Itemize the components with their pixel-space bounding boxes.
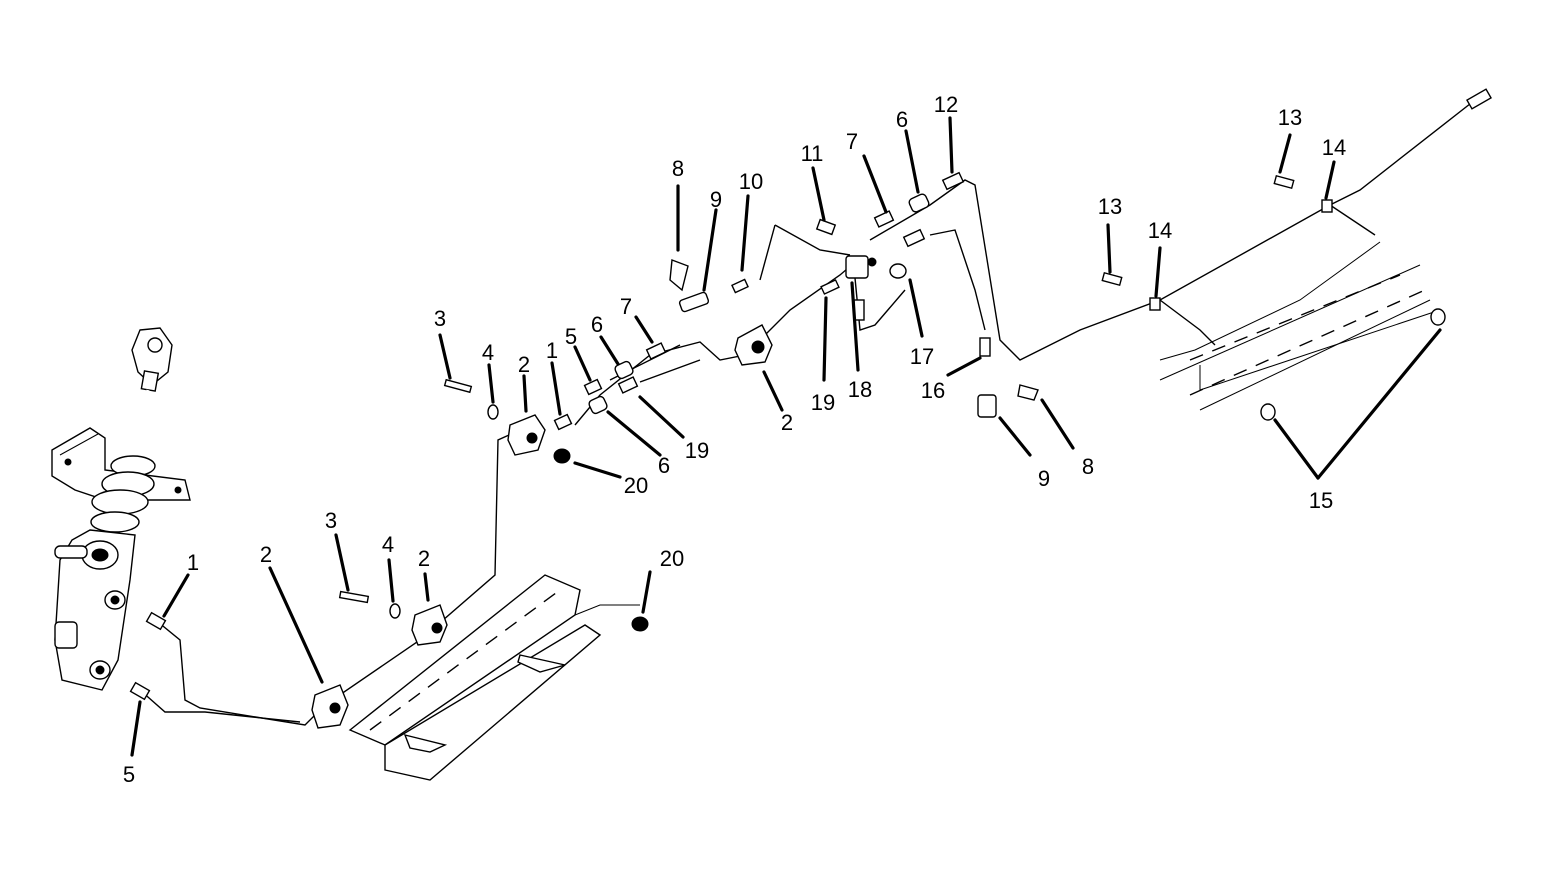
callout-2: 2 <box>518 352 530 377</box>
callout-6: 6 <box>658 453 670 478</box>
callout-8: 8 <box>1082 454 1094 479</box>
callout-12: 12 <box>934 92 958 117</box>
callout-2: 2 <box>418 546 430 571</box>
callout-13: 13 <box>1098 194 1122 219</box>
callout-18: 18 <box>848 377 872 402</box>
callout-5: 5 <box>123 762 135 787</box>
callout-9: 9 <box>1038 466 1050 491</box>
callout-15: 15 <box>1309 488 1333 513</box>
callout-2: 2 <box>781 410 793 435</box>
callout-1: 1 <box>187 550 199 575</box>
callout-9: 9 <box>710 187 722 212</box>
callout-3: 3 <box>434 306 446 331</box>
callout-11: 11 <box>801 141 824 166</box>
callout-14: 14 <box>1322 135 1346 160</box>
master-cylinder-assembly <box>51 327 191 691</box>
callout-2: 2 <box>260 542 272 567</box>
callout-14: 14 <box>1148 218 1172 243</box>
leader-lines <box>130 116 1442 757</box>
frame-rails <box>348 241 1441 781</box>
callout-labels: 1 2 3 4 2 5 20 3 4 2 1 5 6 7 20 6 19 2 8… <box>123 92 1346 787</box>
callout-19: 19 <box>811 390 835 415</box>
callout-20: 20 <box>660 546 684 571</box>
fittings-and-hardware <box>129 88 1492 701</box>
callout-5: 5 <box>565 324 577 349</box>
callout-4: 4 <box>382 532 394 557</box>
callout-1: 1 <box>546 338 558 363</box>
callout-20: 20 <box>624 473 648 498</box>
callout-19: 19 <box>685 438 709 463</box>
callout-7: 7 <box>846 129 858 154</box>
callout-16: 16 <box>921 378 945 403</box>
callout-17: 17 <box>910 344 934 369</box>
callout-7: 7 <box>620 294 632 319</box>
callout-8: 8 <box>672 156 684 181</box>
callout-6: 6 <box>591 312 603 337</box>
callout-6: 6 <box>896 107 908 132</box>
pipe-clips <box>311 324 773 729</box>
callout-13: 13 <box>1278 105 1302 130</box>
callout-4: 4 <box>482 340 494 365</box>
callout-3: 3 <box>325 508 337 533</box>
callout-10: 10 <box>739 169 763 194</box>
